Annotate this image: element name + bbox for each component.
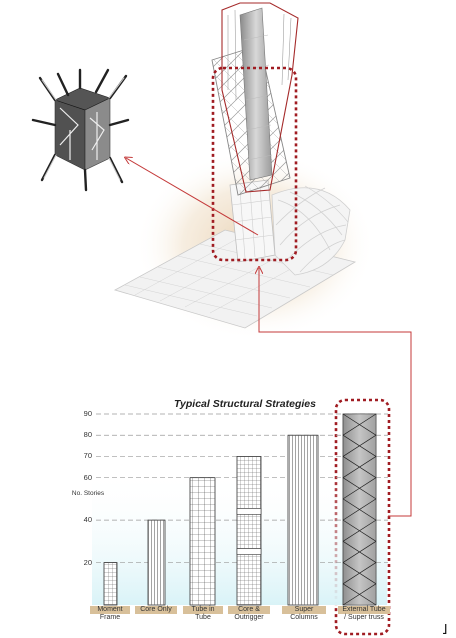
y-tick-label: 40: [83, 515, 92, 525]
truss-bracing-2: [342, 456, 377, 478]
truss-bracing-1: [342, 434, 377, 457]
y-axis-label: No. Stories: [70, 490, 106, 498]
truss-bracing-0: [342, 413, 377, 436]
bar-pattern-3: [237, 456, 261, 605]
core-highlight-box: [211, 66, 298, 262]
bar-pattern-2: [190, 477, 215, 605]
tower-lower: [229, 179, 276, 263]
y-axis-label-text: No. Stories: [71, 490, 105, 497]
truss-bracing-3: [342, 477, 377, 500]
category-label: External Tube/ Super truss: [338, 606, 390, 622]
tower-diagrid: [211, 7, 291, 196]
y-tick-label: 60: [83, 472, 92, 482]
bar-pattern-4: [288, 435, 318, 605]
category-line1: External Tube: [338, 606, 390, 614]
lattice-canopy: [271, 185, 351, 276]
tower-crown-outline: [221, 2, 299, 193]
category-line1: Super: [282, 606, 326, 614]
bar-pattern-0: [104, 562, 117, 605]
truss-bracing-6: [342, 541, 377, 563]
outrigger-band-1: [236, 548, 262, 555]
category-line1: Tube in: [183, 606, 223, 614]
chart-bars: [103, 413, 377, 606]
category-line2: Frame: [99, 614, 121, 621]
outrigger-band-0: [236, 508, 262, 515]
truss-bracing-8: [342, 583, 377, 606]
y-tick-label: 90: [83, 409, 92, 418]
category-line1: Core Only: [135, 606, 177, 614]
truss-bracing-4: [342, 498, 377, 521]
node-detail: [31, 68, 130, 192]
category-line1: Moment: [90, 606, 130, 614]
bar-pattern-1: [148, 520, 165, 605]
truss-bracing-5: [342, 519, 377, 542]
y-tick-label: 20: [83, 557, 92, 567]
y-tick-label: 70: [83, 451, 92, 461]
external-tube-highlight-box: [334, 398, 391, 636]
category-label: Core Only: [135, 606, 177, 614]
category-label: Core &Outrigger: [228, 606, 270, 622]
category-line2: Columns: [290, 614, 318, 621]
category-line2: / Super truss: [344, 614, 384, 621]
truss-bracing-7: [342, 562, 377, 585]
structural-strategies-chart: [92, 413, 388, 606]
category-line1: Core &: [228, 606, 270, 614]
category-line2: Outrigger: [234, 614, 264, 621]
connector-arrows: [126, 158, 412, 517]
corner-mark: ˩: [442, 621, 447, 637]
chart-title: Typical Structural Strategies: [174, 398, 316, 410]
category-line2: Tube: [195, 614, 211, 621]
y-tick-label: 80: [83, 430, 92, 440]
